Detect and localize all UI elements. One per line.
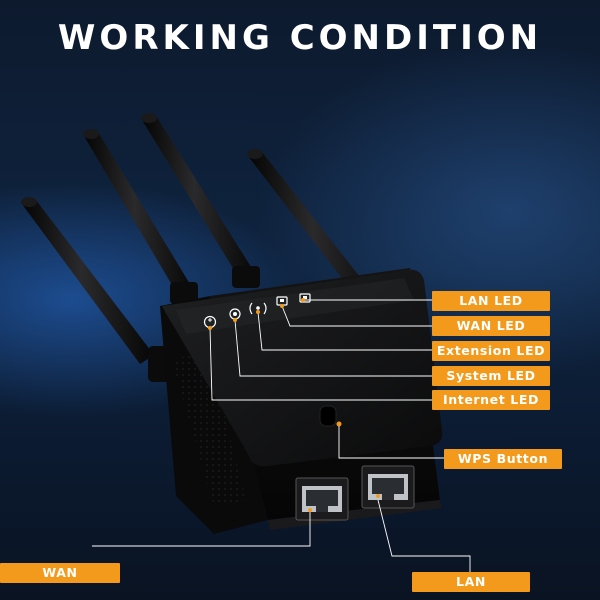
label-lan-port: LAN bbox=[412, 572, 530, 592]
label-wps-button: WPS Button bbox=[444, 449, 562, 469]
label-internet-led: Internet LED bbox=[432, 390, 550, 410]
antenna-left-outer bbox=[21, 197, 154, 364]
label-extension-led: Extension LED bbox=[432, 341, 550, 361]
extender-body bbox=[160, 268, 443, 534]
wps-button-shape bbox=[319, 405, 337, 427]
label-system-led: System LED bbox=[432, 366, 550, 386]
lan-led-icon bbox=[299, 293, 311, 303]
lan-port bbox=[361, 465, 415, 509]
callout-lines bbox=[92, 299, 471, 572]
label-lan-led: LAN LED bbox=[432, 291, 550, 311]
extension-led-icon bbox=[249, 302, 267, 315]
antenna-hinge bbox=[232, 266, 260, 288]
wps-indicator-dot bbox=[336, 421, 342, 427]
antenna-hinge bbox=[170, 282, 198, 304]
antenna-left-inner bbox=[83, 129, 196, 302]
callout-dots bbox=[208, 298, 305, 330]
wan-port bbox=[295, 477, 349, 521]
label-wan-port: WAN bbox=[0, 563, 120, 583]
page-title: WORKING CONDITION bbox=[57, 18, 543, 58]
label-wan-led: WAN LED bbox=[432, 316, 550, 336]
antenna-middle bbox=[141, 113, 258, 286]
